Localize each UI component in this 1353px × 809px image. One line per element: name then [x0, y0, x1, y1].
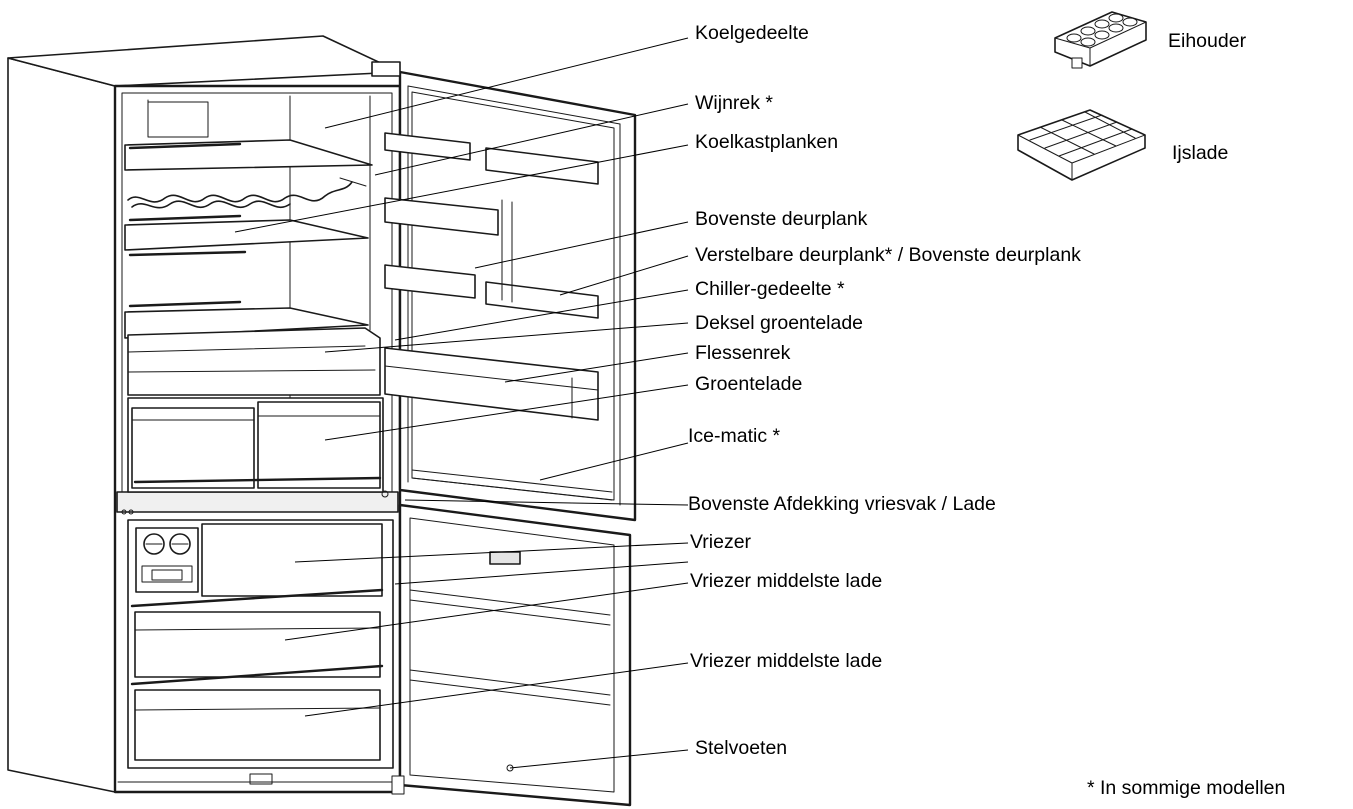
label-flessenrek: Flessenrek	[695, 342, 791, 364]
fridge-shelf-lower	[124, 307, 369, 339]
bottle-rack	[384, 347, 599, 421]
wine-rack	[127, 177, 367, 209]
label-groentelade: Groentelade	[695, 373, 803, 395]
vegetable-drawer-left	[131, 407, 255, 489]
fridge-shelf-top	[124, 139, 373, 171]
freezer-top-drawer	[201, 523, 383, 597]
freezer-middle-drawer-2	[134, 689, 381, 761]
door-bin-adjustable-left	[384, 264, 476, 299]
door-bin-adjustable-right	[485, 281, 599, 319]
ice-tray-icon	[1017, 109, 1146, 181]
label-vriezer: Vriezer	[690, 531, 752, 553]
door-bin-top-right	[485, 147, 599, 185]
label-verstelbare-deurplank: Verstelbare deurplank* / Bovenste deurpl…	[695, 244, 1081, 266]
door-bin-top-left	[384, 132, 471, 161]
label-stelvoeten: Stelvoeten	[695, 737, 788, 759]
label-koelgedeelte: Koelgedeelte	[695, 22, 809, 44]
freezer-middle-drawer-1	[134, 611, 381, 678]
fridge-shelves	[124, 139, 373, 339]
fridge-door	[371, 61, 637, 522]
label-koelkastplanken: Koelkastplanken	[695, 131, 839, 153]
label-vriezer-middelste-lade-2: Vriezer middelste lade	[690, 650, 883, 672]
freezer-section	[117, 519, 399, 785]
label-ijslade: Ijslade	[1172, 142, 1229, 164]
door-bin-middle	[384, 197, 499, 236]
label-vriezer-middelste-lade-1: Vriezer middelste lade	[690, 570, 883, 592]
label-ice-matic: Ice-matic *	[688, 425, 781, 447]
egg-holder-icon	[1054, 11, 1147, 69]
label-wijnrek: Wijnrek *	[695, 92, 774, 114]
footnote: * In sommige modellen	[1087, 777, 1286, 799]
cabinet-side-panel	[7, 57, 116, 793]
vegetable-drawer-right	[257, 401, 381, 489]
label-bovenste-deurplank: Bovenste deurplank	[695, 208, 868, 230]
label-chiller-gedeelte: Chiller-gedeelte *	[695, 278, 845, 300]
label-deksel-groentelade: Deksel groentelade	[695, 312, 864, 334]
freezer-door-panel	[398, 503, 632, 807]
label-eihouder: Eihouder	[1168, 30, 1247, 52]
crisper-lid	[127, 327, 381, 396]
freezer-door	[391, 503, 632, 807]
leveling-foot	[249, 773, 273, 785]
label-bovenste-afdekking: Bovenste Afdekking vriesvak / Lade	[688, 493, 996, 515]
fridge-shelf-middle	[124, 219, 369, 251]
leader-lines	[234, 37, 689, 769]
crisper-section	[127, 327, 384, 493]
